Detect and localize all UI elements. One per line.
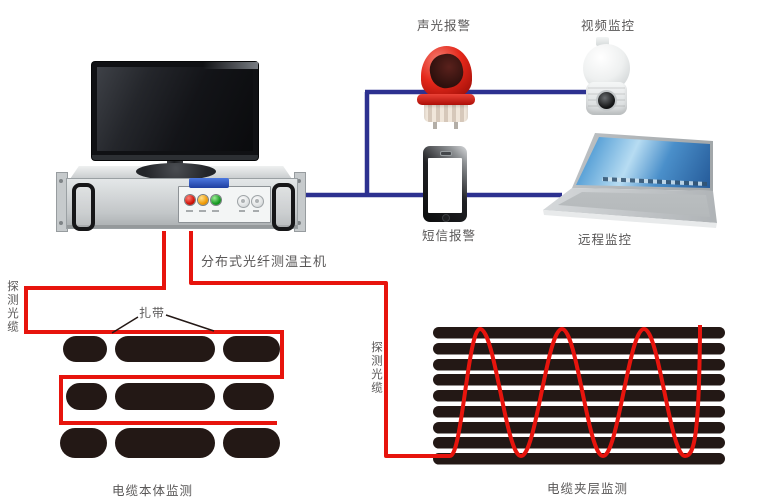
label-fiber-probe-right: 探测光缆 xyxy=(370,341,382,395)
monitor-bezel-chin xyxy=(92,155,258,160)
label-interlayer-monitor: 电缆夹层监测 xyxy=(547,482,629,496)
panel-connector-icon xyxy=(251,195,264,208)
cable-tie-pointer-lines xyxy=(111,314,215,334)
beacon-flange xyxy=(417,94,475,105)
body-cable-segment xyxy=(63,336,107,362)
panel-label-mark xyxy=(253,210,259,212)
laptop-dock xyxy=(602,177,707,186)
body-cable-segment xyxy=(115,383,215,410)
fiber-cable-interlayer-path xyxy=(189,231,702,458)
fiber-cable-body-path xyxy=(24,231,284,425)
body-cable-segment xyxy=(223,336,280,362)
led-orange-icon xyxy=(198,195,208,205)
interlayer-cable-bar xyxy=(433,453,725,465)
body-cable-rows xyxy=(60,336,280,458)
panel-label-mark xyxy=(186,210,193,212)
body-cable-segment xyxy=(66,383,107,410)
monitor-icon xyxy=(92,62,258,160)
beacon-leg xyxy=(454,120,458,129)
label-alarm-light: 声光报警 xyxy=(417,19,472,33)
rack-ear-left xyxy=(56,172,68,232)
interlayer-cable-bar xyxy=(433,422,725,434)
beacon-leg xyxy=(433,120,437,129)
body-cable-segment xyxy=(115,336,215,362)
phone-earpiece xyxy=(440,151,452,156)
label-sms-alarm: 短信报警 xyxy=(422,229,477,243)
led-green-icon xyxy=(211,195,221,205)
camera-lens-unit xyxy=(586,82,627,115)
interlayer-cable-bar xyxy=(433,359,725,371)
interlayer-cable-bar xyxy=(433,406,725,418)
panel-connector-icon xyxy=(237,195,250,208)
label-remote-monitor: 远程监控 xyxy=(578,233,633,247)
label-video-monitor: 视频监控 xyxy=(581,19,636,33)
rack-handle-right xyxy=(272,183,295,231)
interlayer-cable-bar xyxy=(433,390,725,402)
monitor-stand-base xyxy=(136,163,216,180)
smartphone-icon xyxy=(423,146,467,222)
interlayer-cable-bar xyxy=(433,437,725,449)
panel-label-mark xyxy=(199,210,206,212)
host-model-strip xyxy=(189,178,229,188)
camera-lens-icon xyxy=(596,90,617,111)
monitor-screen xyxy=(97,67,253,151)
label-host: 分布式光纤测温主机 xyxy=(201,254,328,269)
led-red-icon xyxy=(185,195,195,205)
phone-home-button xyxy=(442,214,450,222)
laptop-icon xyxy=(540,128,720,232)
interlayer-cable-bar xyxy=(433,343,725,355)
panel-label-mark xyxy=(239,210,245,212)
interlayer-cable-rows xyxy=(433,327,725,465)
label-cable-tie: 扎带 xyxy=(139,306,166,320)
panel-label-mark xyxy=(212,210,219,212)
body-cable-segment xyxy=(60,428,107,458)
body-cable-segment xyxy=(115,428,215,458)
chassis-bottom-edge xyxy=(67,225,297,228)
label-body-monitor: 电缆本体监测 xyxy=(112,484,194,498)
rack-handle-left xyxy=(72,183,95,231)
body-cable-segment xyxy=(223,383,274,410)
alarm-beacon-base xyxy=(424,103,468,122)
label-fiber-probe-left: 探测光缆 xyxy=(6,280,18,334)
camera-mount-nub xyxy=(596,37,609,46)
phone-screen xyxy=(428,158,462,213)
body-cable-segment xyxy=(223,428,280,458)
monitor-bezel-highlight xyxy=(203,62,258,69)
